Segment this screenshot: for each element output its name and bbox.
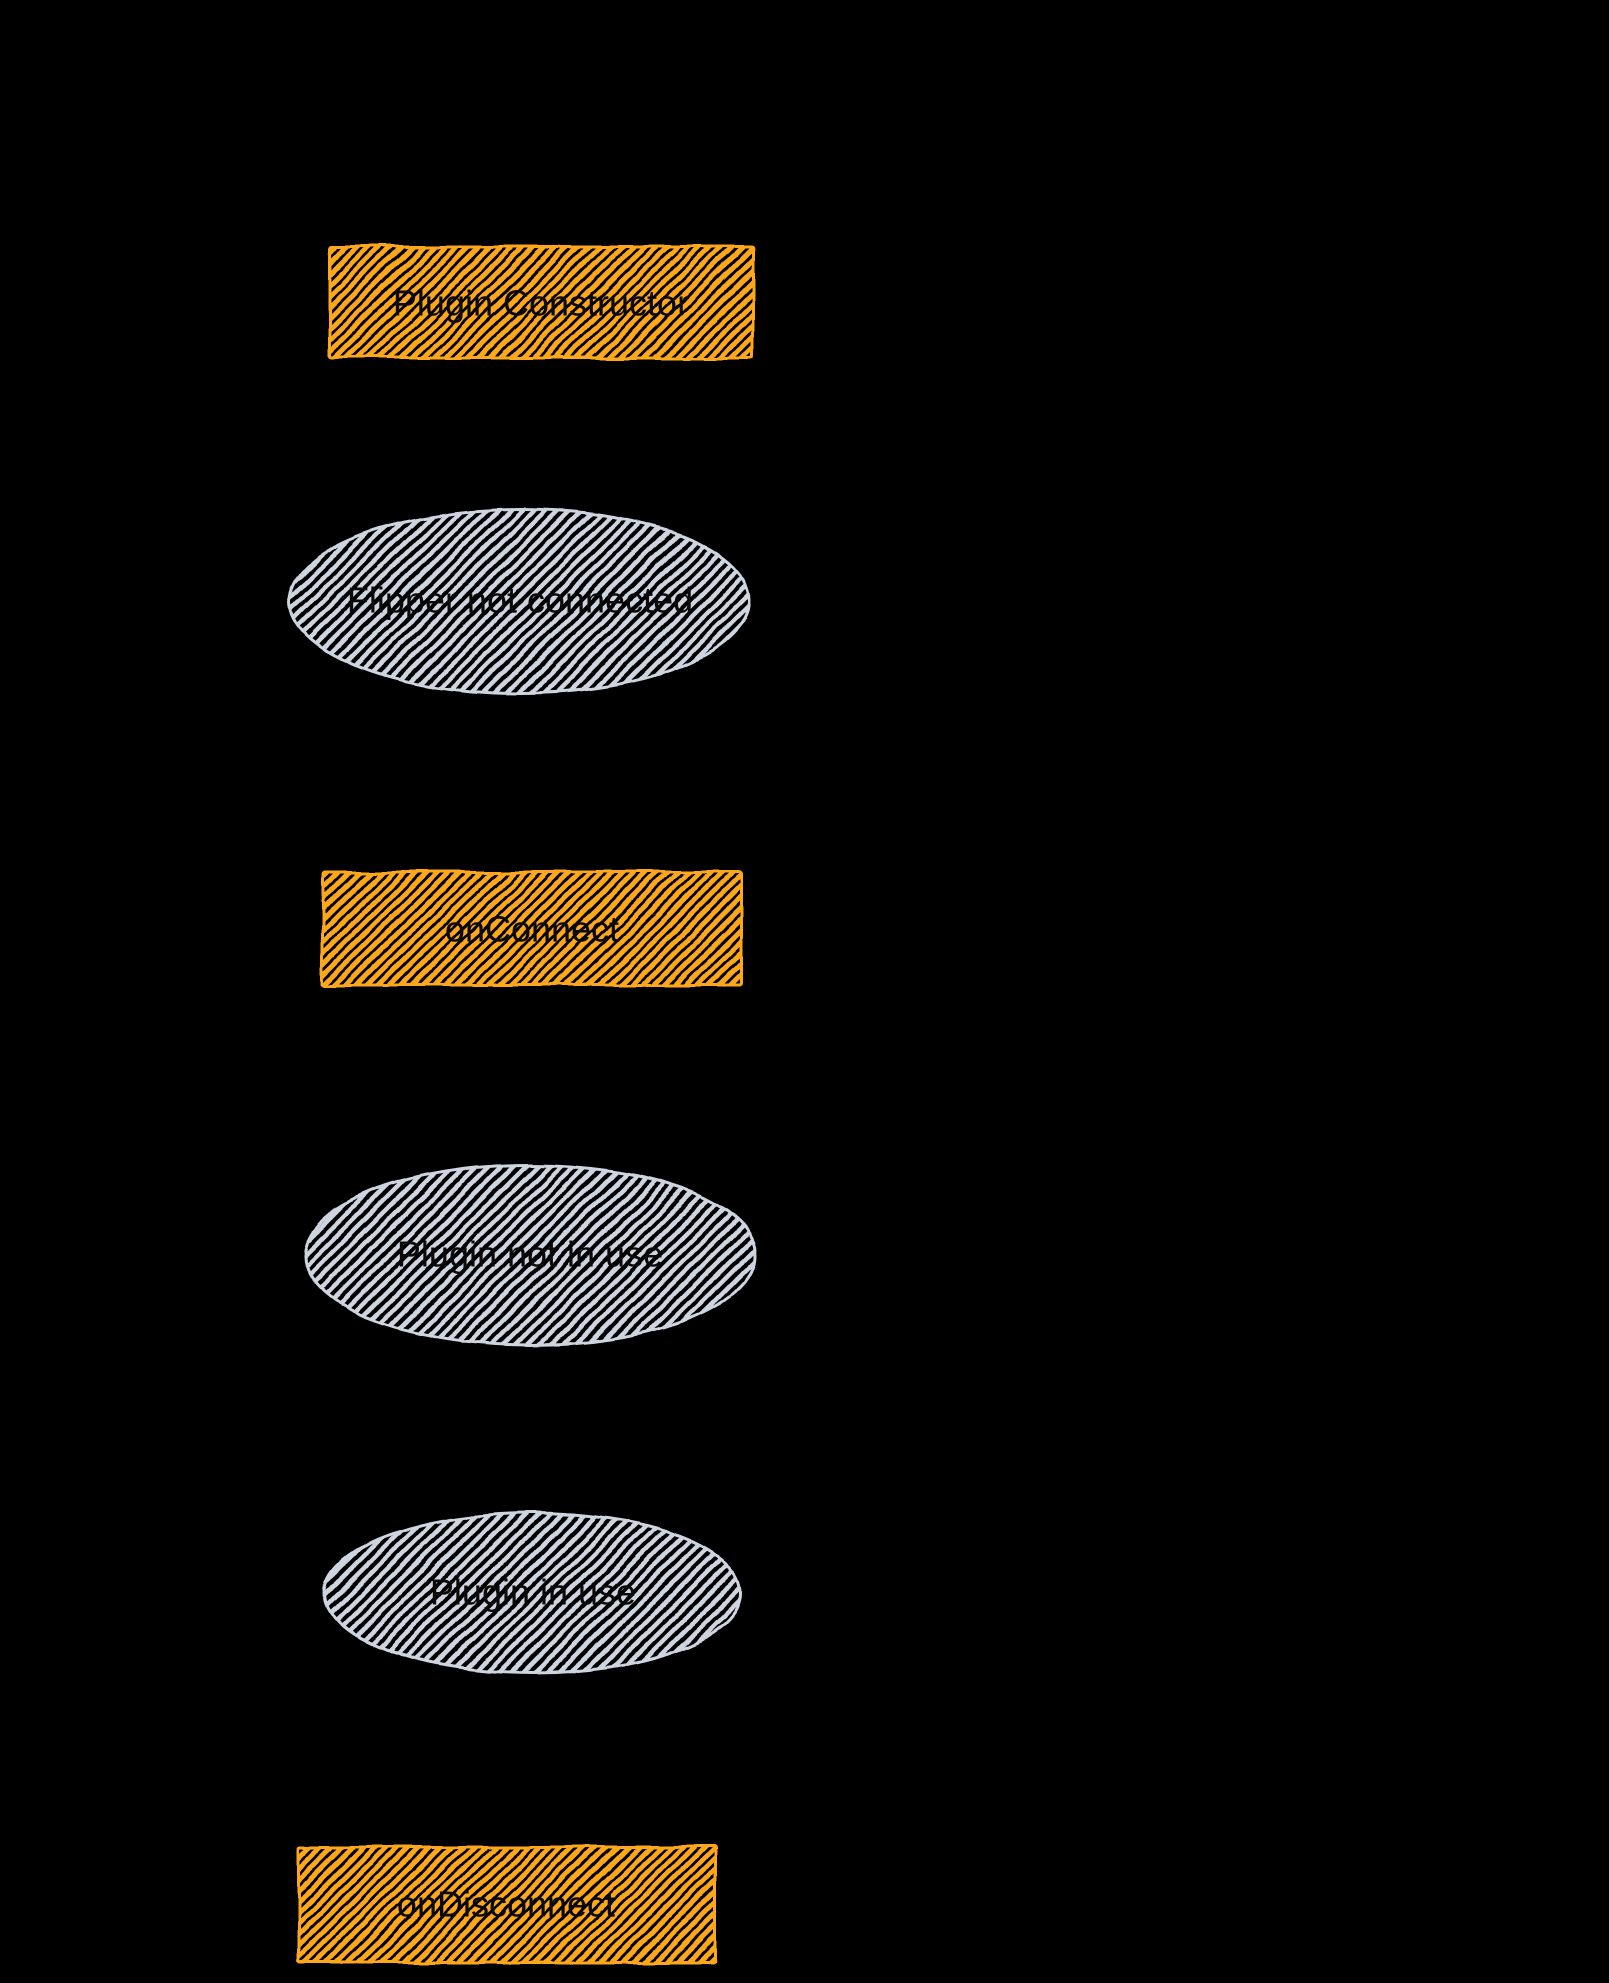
on-connect-box xyxy=(321,870,744,987)
plugin-in-use-label: Plugin in use xyxy=(430,1572,636,1613)
on-disconnect-label: onDisconnect xyxy=(397,1884,615,1925)
plugin-not-in-use-ellipse xyxy=(303,1163,757,1347)
node-plugin-in-use: Plugin in use xyxy=(323,1511,743,1675)
node-plugin-not-in-use: Plugin not in use xyxy=(303,1163,757,1347)
on-connect-label: onConnect xyxy=(445,909,619,950)
node-on-disconnect: onDisconnect xyxy=(296,1845,717,1964)
plugin-in-use-ellipse xyxy=(323,1511,743,1675)
plugin-constructor-label: Plugin Constructor xyxy=(393,283,689,324)
on-disconnect-box xyxy=(296,1845,717,1964)
flipper-not-connected-label: Flipper not connected xyxy=(347,580,693,621)
node-flipper-not-connected: Flipper not connected xyxy=(288,507,752,695)
plugin-constructor-box xyxy=(328,245,755,360)
flipper-not-connected-ellipse xyxy=(288,507,752,695)
node-on-connect: onConnect xyxy=(321,870,744,987)
node-plugin-constructor: Plugin Constructor xyxy=(328,245,755,360)
plugin-not-in-use-label: Plugin not in use xyxy=(397,1234,663,1275)
